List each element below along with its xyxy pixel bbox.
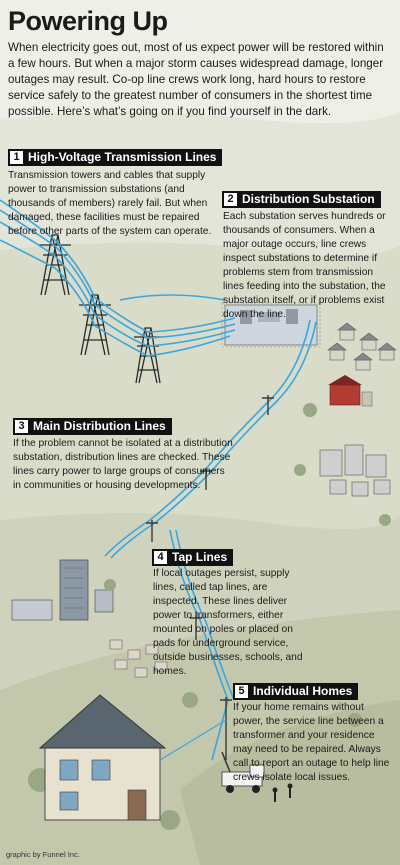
section-2-heading: Distribution Substation — [242, 192, 375, 206]
section-5-number: 5 — [235, 685, 248, 698]
section-2-text: Each substation serves hundreds or thous… — [223, 211, 386, 320]
section-5-heading: Individual Homes — [253, 684, 353, 698]
section-3-number: 3 — [15, 420, 28, 433]
foreground-slope — [180, 700, 400, 865]
section-1-text: Transmission towers and cables that supp… — [8, 170, 212, 237]
town-buildings — [319, 444, 391, 497]
section-3-heading: Main Distribution Lines — [33, 419, 166, 433]
utility-poles — [146, 395, 274, 760]
section-2-label: 2 Distribution Substation — [222, 191, 381, 208]
section-1-number: 1 — [10, 151, 23, 164]
section-1-label: 1 High-Voltage Transmission Lines — [8, 149, 223, 166]
section-2-number: 2 — [224, 193, 237, 206]
page-title: Powering Up — [8, 6, 168, 36]
section-3-label: 3 Main Distribution Lines — [13, 418, 172, 435]
section-1-heading: High-Voltage Transmission Lines — [28, 150, 217, 164]
section-4-heading: Tap Lines — [172, 550, 228, 564]
section-4-text: If local outages persist, supply lines, … — [153, 568, 303, 677]
individual-house — [38, 694, 227, 821]
intro-paragraph: When electricity goes out, most of us ex… — [8, 41, 384, 118]
section-4-number: 4 — [154, 551, 167, 564]
section-5-label: 5 Individual Homes — [233, 683, 359, 700]
city-buildings — [11, 559, 114, 621]
section-4-label: 4 Tap Lines — [152, 549, 234, 566]
section-5-text: If your home remains without power, the … — [233, 702, 390, 783]
houses-cluster-east — [327, 322, 397, 371]
red-barn — [328, 375, 373, 407]
substation-structure — [221, 302, 321, 348]
graphic-credit: graphic by Funnel Inc. — [6, 850, 80, 859]
homes-cluster-middle — [109, 639, 168, 678]
section-3-text: If the problem cannot be isolated at a d… — [13, 438, 233, 491]
bucket-truck — [221, 751, 293, 802]
